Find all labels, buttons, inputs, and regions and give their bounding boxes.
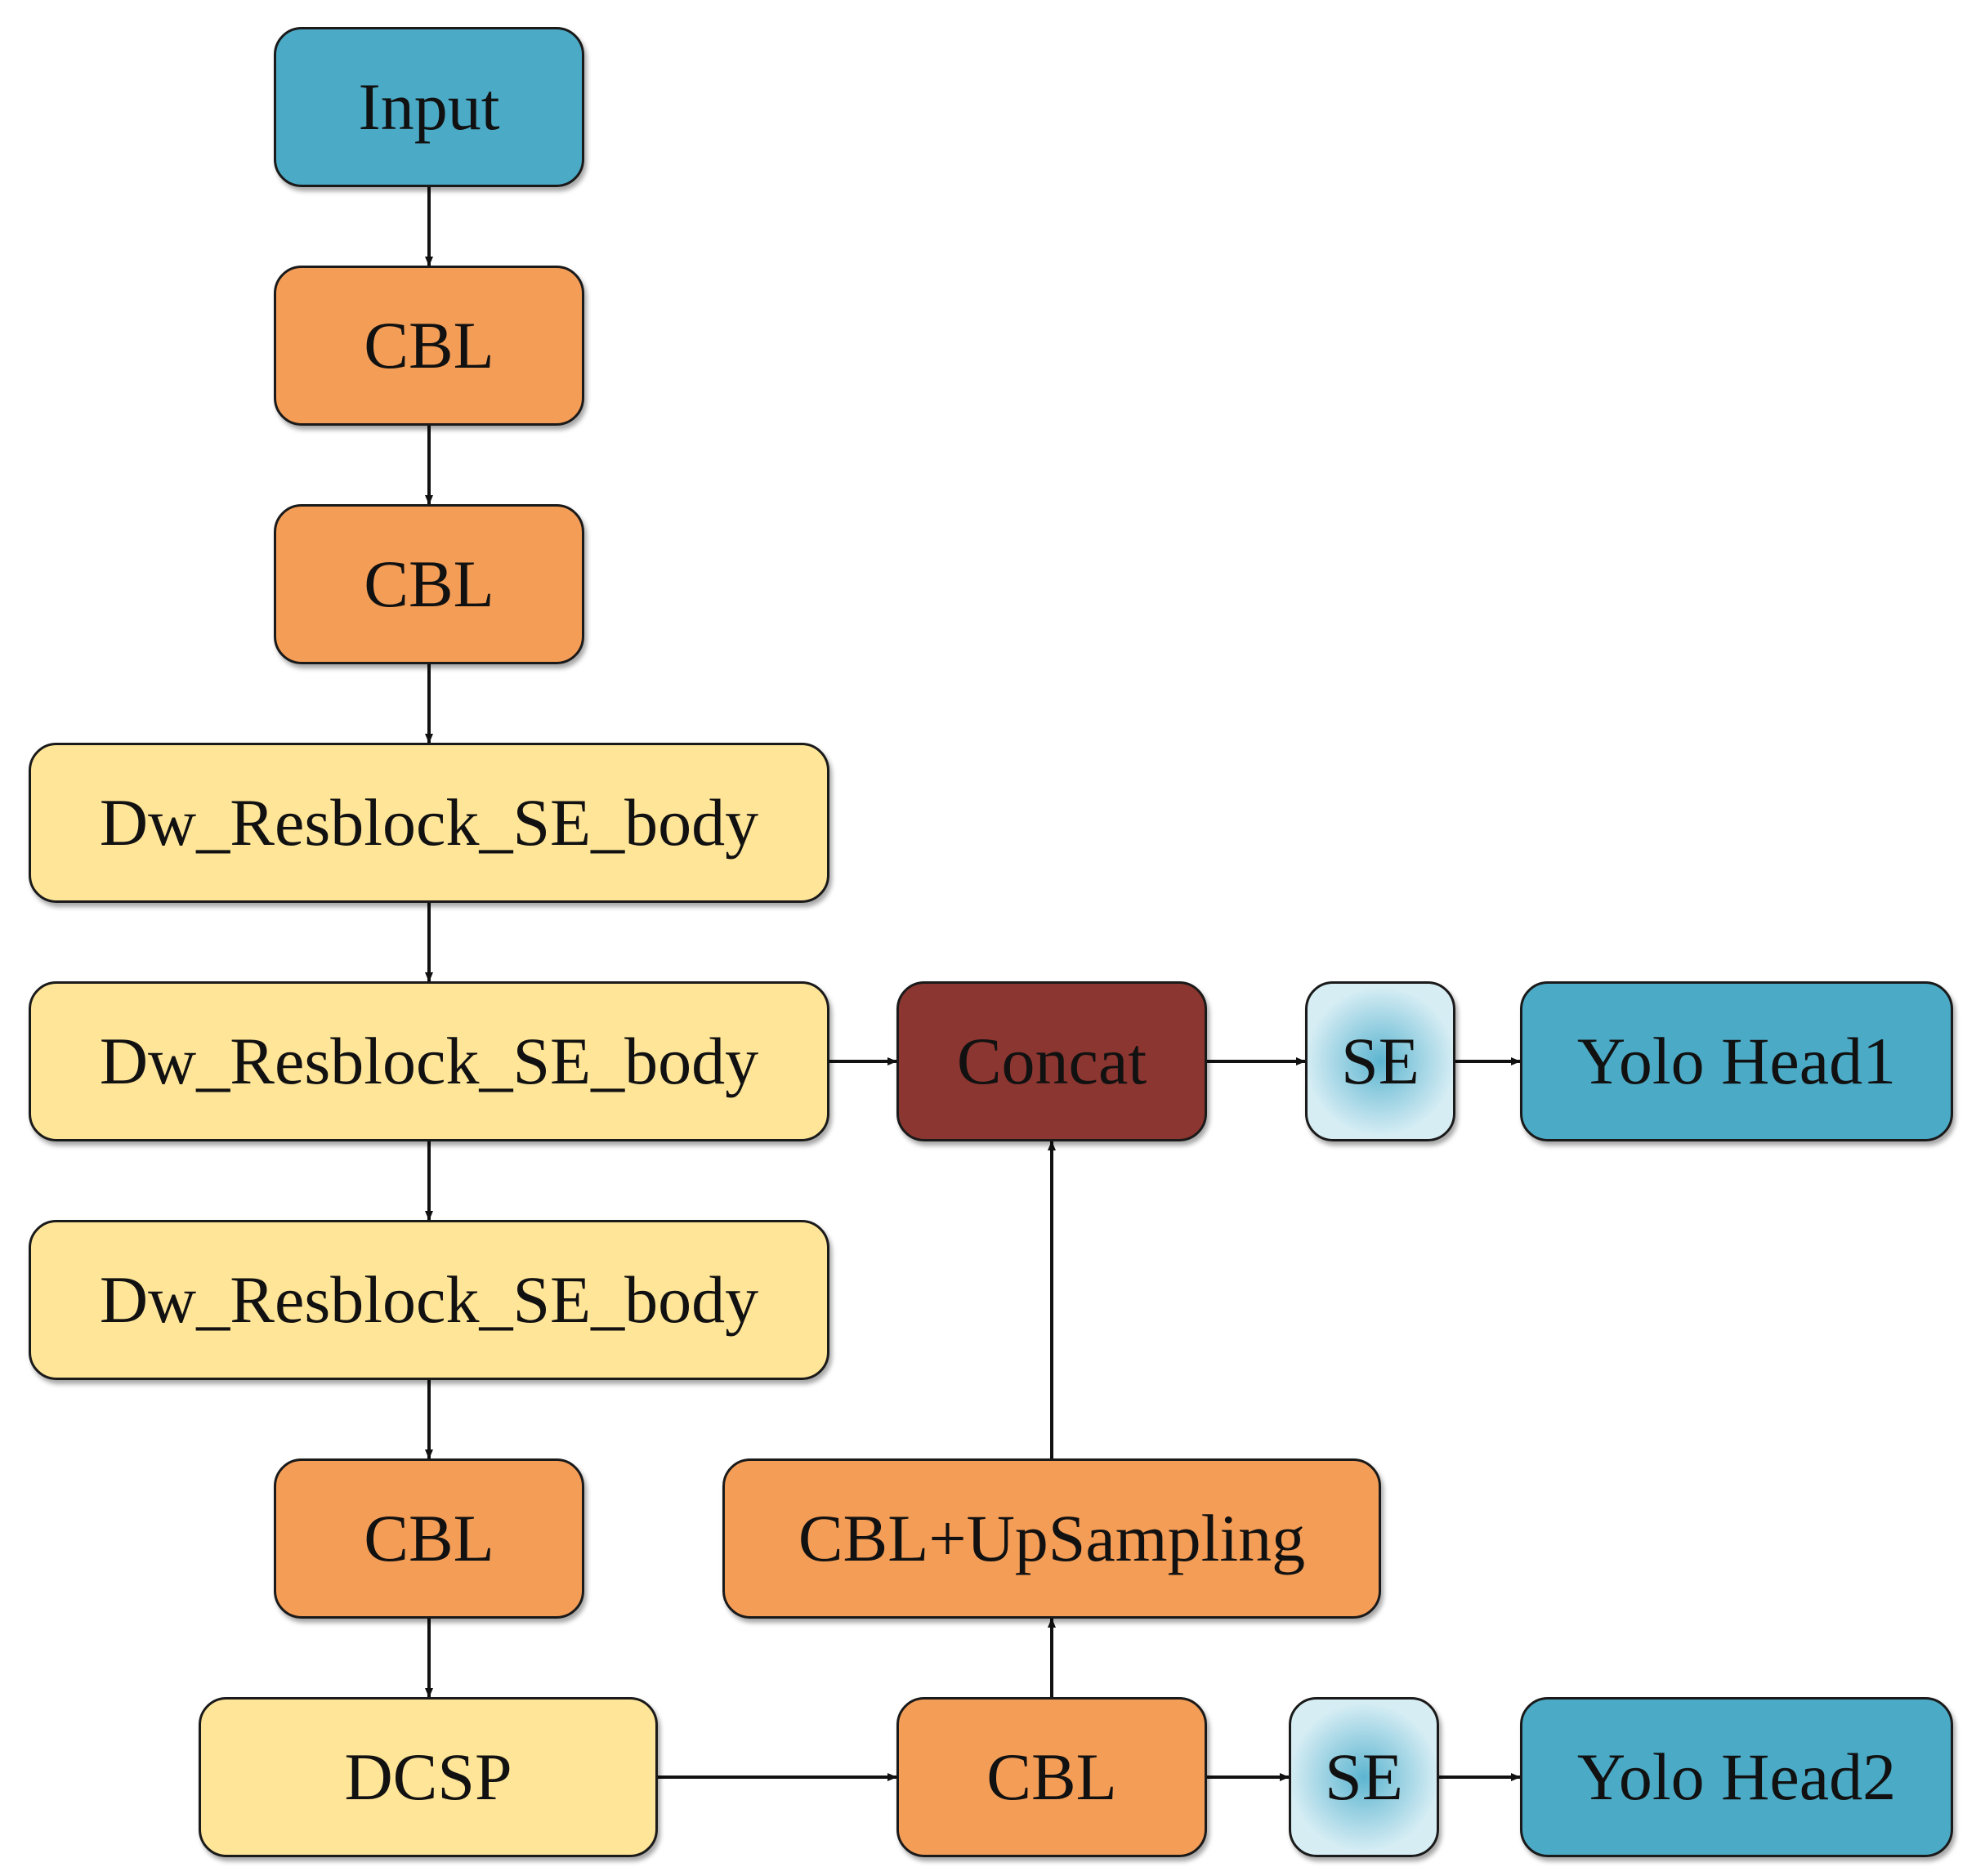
cbl-node-3: CBL [274,1458,584,1619]
dw-resblock-label-3: Dw_Resblock_SE_body [99,1262,759,1337]
input-label: Input [358,69,500,144]
yolo-head-label-1: Yolo Head1 [1576,1024,1897,1098]
concat-node: Concat [896,981,1207,1141]
yolo-head-node-1: Yolo Head1 [1520,981,1953,1141]
dw-resblock-node-3: Dw_Resblock_SE_body [29,1220,829,1380]
dw-resblock-node-1: Dw_Resblock_SE_body [29,743,829,903]
dcsp-node: DCSP [199,1697,658,1857]
se-label-1: SE [1341,1024,1419,1098]
cbl-label-1: CBL [364,308,494,382]
cbl-node-2: CBL [274,504,584,664]
cbl-label-4: CBL [986,1740,1117,1814]
dw-resblock-label-1: Dw_Resblock_SE_body [99,785,759,860]
cbl-upsampling-node: CBL+UpSampling [722,1458,1381,1619]
yolo-head-label-2: Yolo Head2 [1576,1740,1897,1814]
cbl-node-4: CBL [896,1697,1207,1857]
cbl-label-2: CBL [364,547,494,621]
se-label-2: SE [1325,1740,1403,1814]
cbl-node-1: CBL [274,266,584,426]
dw-resblock-label-2: Dw_Resblock_SE_body [99,1024,759,1098]
se-node-1: SE [1305,981,1455,1141]
yolo-head-node-2: Yolo Head2 [1520,1697,1953,1857]
cbl-upsampling-label: CBL+UpSampling [798,1501,1306,1575]
cbl-label-3: CBL [364,1501,494,1575]
se-node-2: SE [1289,1697,1439,1857]
dcsp-label: DCSP [344,1740,512,1814]
dw-resblock-node-2: Dw_Resblock_SE_body [29,981,829,1141]
input-node: Input [274,27,584,187]
concat-label: Concat [956,1024,1147,1098]
